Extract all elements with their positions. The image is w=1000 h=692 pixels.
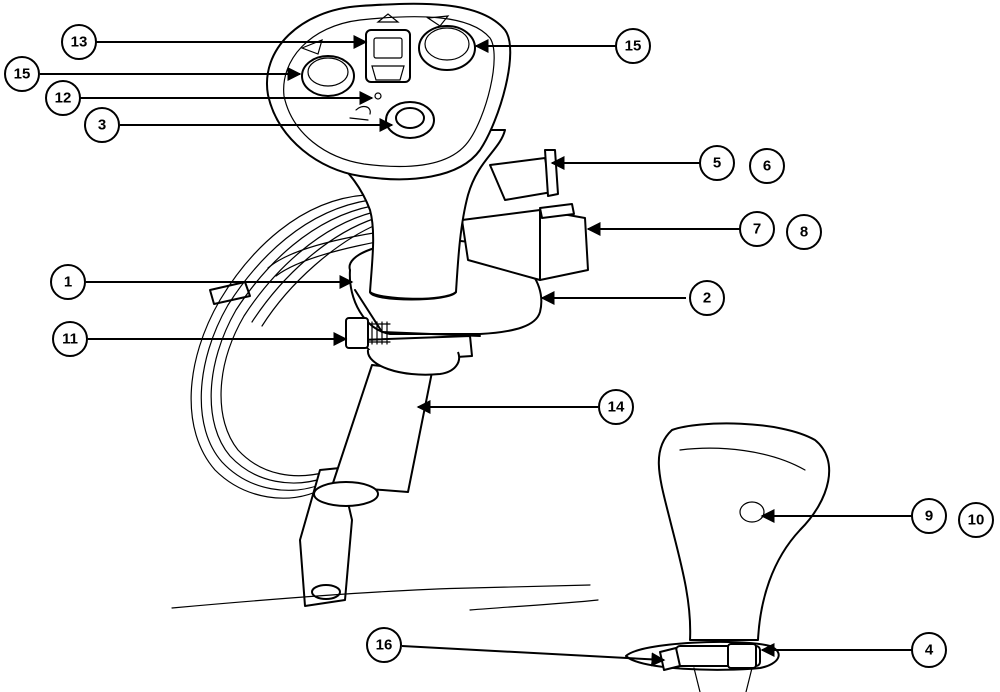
svg-text:16: 16 [376,637,393,654]
callout-11: 11 [52,321,88,357]
callout-15-left: 15 [4,56,40,92]
center-switch[interactable] [365,13,411,83]
svg-text:15: 15 [625,38,642,55]
svg-text:10: 10 [968,512,985,529]
callout-8: 8 [786,214,822,250]
svg-text:9: 9 [925,508,933,525]
callout-3: 3 [84,107,120,143]
leader-lines [40,35,912,667]
electrical-connectors [461,149,589,281]
svg-text:4: 4 [925,642,934,659]
callout-12: 12 [45,80,81,116]
rocker-button-left[interactable] [300,38,355,97]
callout-7: 7 [739,211,775,247]
clamp-bolt [345,317,391,349]
callout-14: 14 [598,389,634,425]
svg-text:8: 8 [800,224,808,241]
callout-1: 1 [50,264,86,300]
rocker-button-right[interactable] [418,15,476,71]
callout-2: 2 [689,280,725,316]
svg-text:2: 2 [703,290,711,307]
svg-text:13: 13 [71,34,88,51]
indicator-light [374,92,382,100]
callout-9: 9 [911,498,947,534]
svg-text:1: 1 [64,274,72,291]
svg-text:3: 3 [98,117,106,134]
callout-10: 10 [958,502,994,538]
svg-text:5: 5 [713,155,721,172]
svg-text:12: 12 [55,90,72,107]
joystick-illustration [171,2,599,611]
svg-text:15: 15 [14,66,31,83]
callout-6: 6 [749,148,785,184]
callout-13: 13 [61,24,97,60]
joystick-shaft [331,364,433,493]
svg-text:14: 14 [608,399,625,416]
secondary-grip [657,422,831,641]
secondary-grip-illustration [625,422,831,692]
svg-text:6: 6 [763,158,771,175]
callout-5: 5 [699,145,735,181]
callout-15-right: 15 [615,28,651,64]
svg-text:7: 7 [753,221,761,238]
callout-4: 4 [911,632,947,668]
push-button[interactable] [349,101,435,139]
svg-text:11: 11 [62,331,78,348]
callout-16: 16 [366,627,402,663]
